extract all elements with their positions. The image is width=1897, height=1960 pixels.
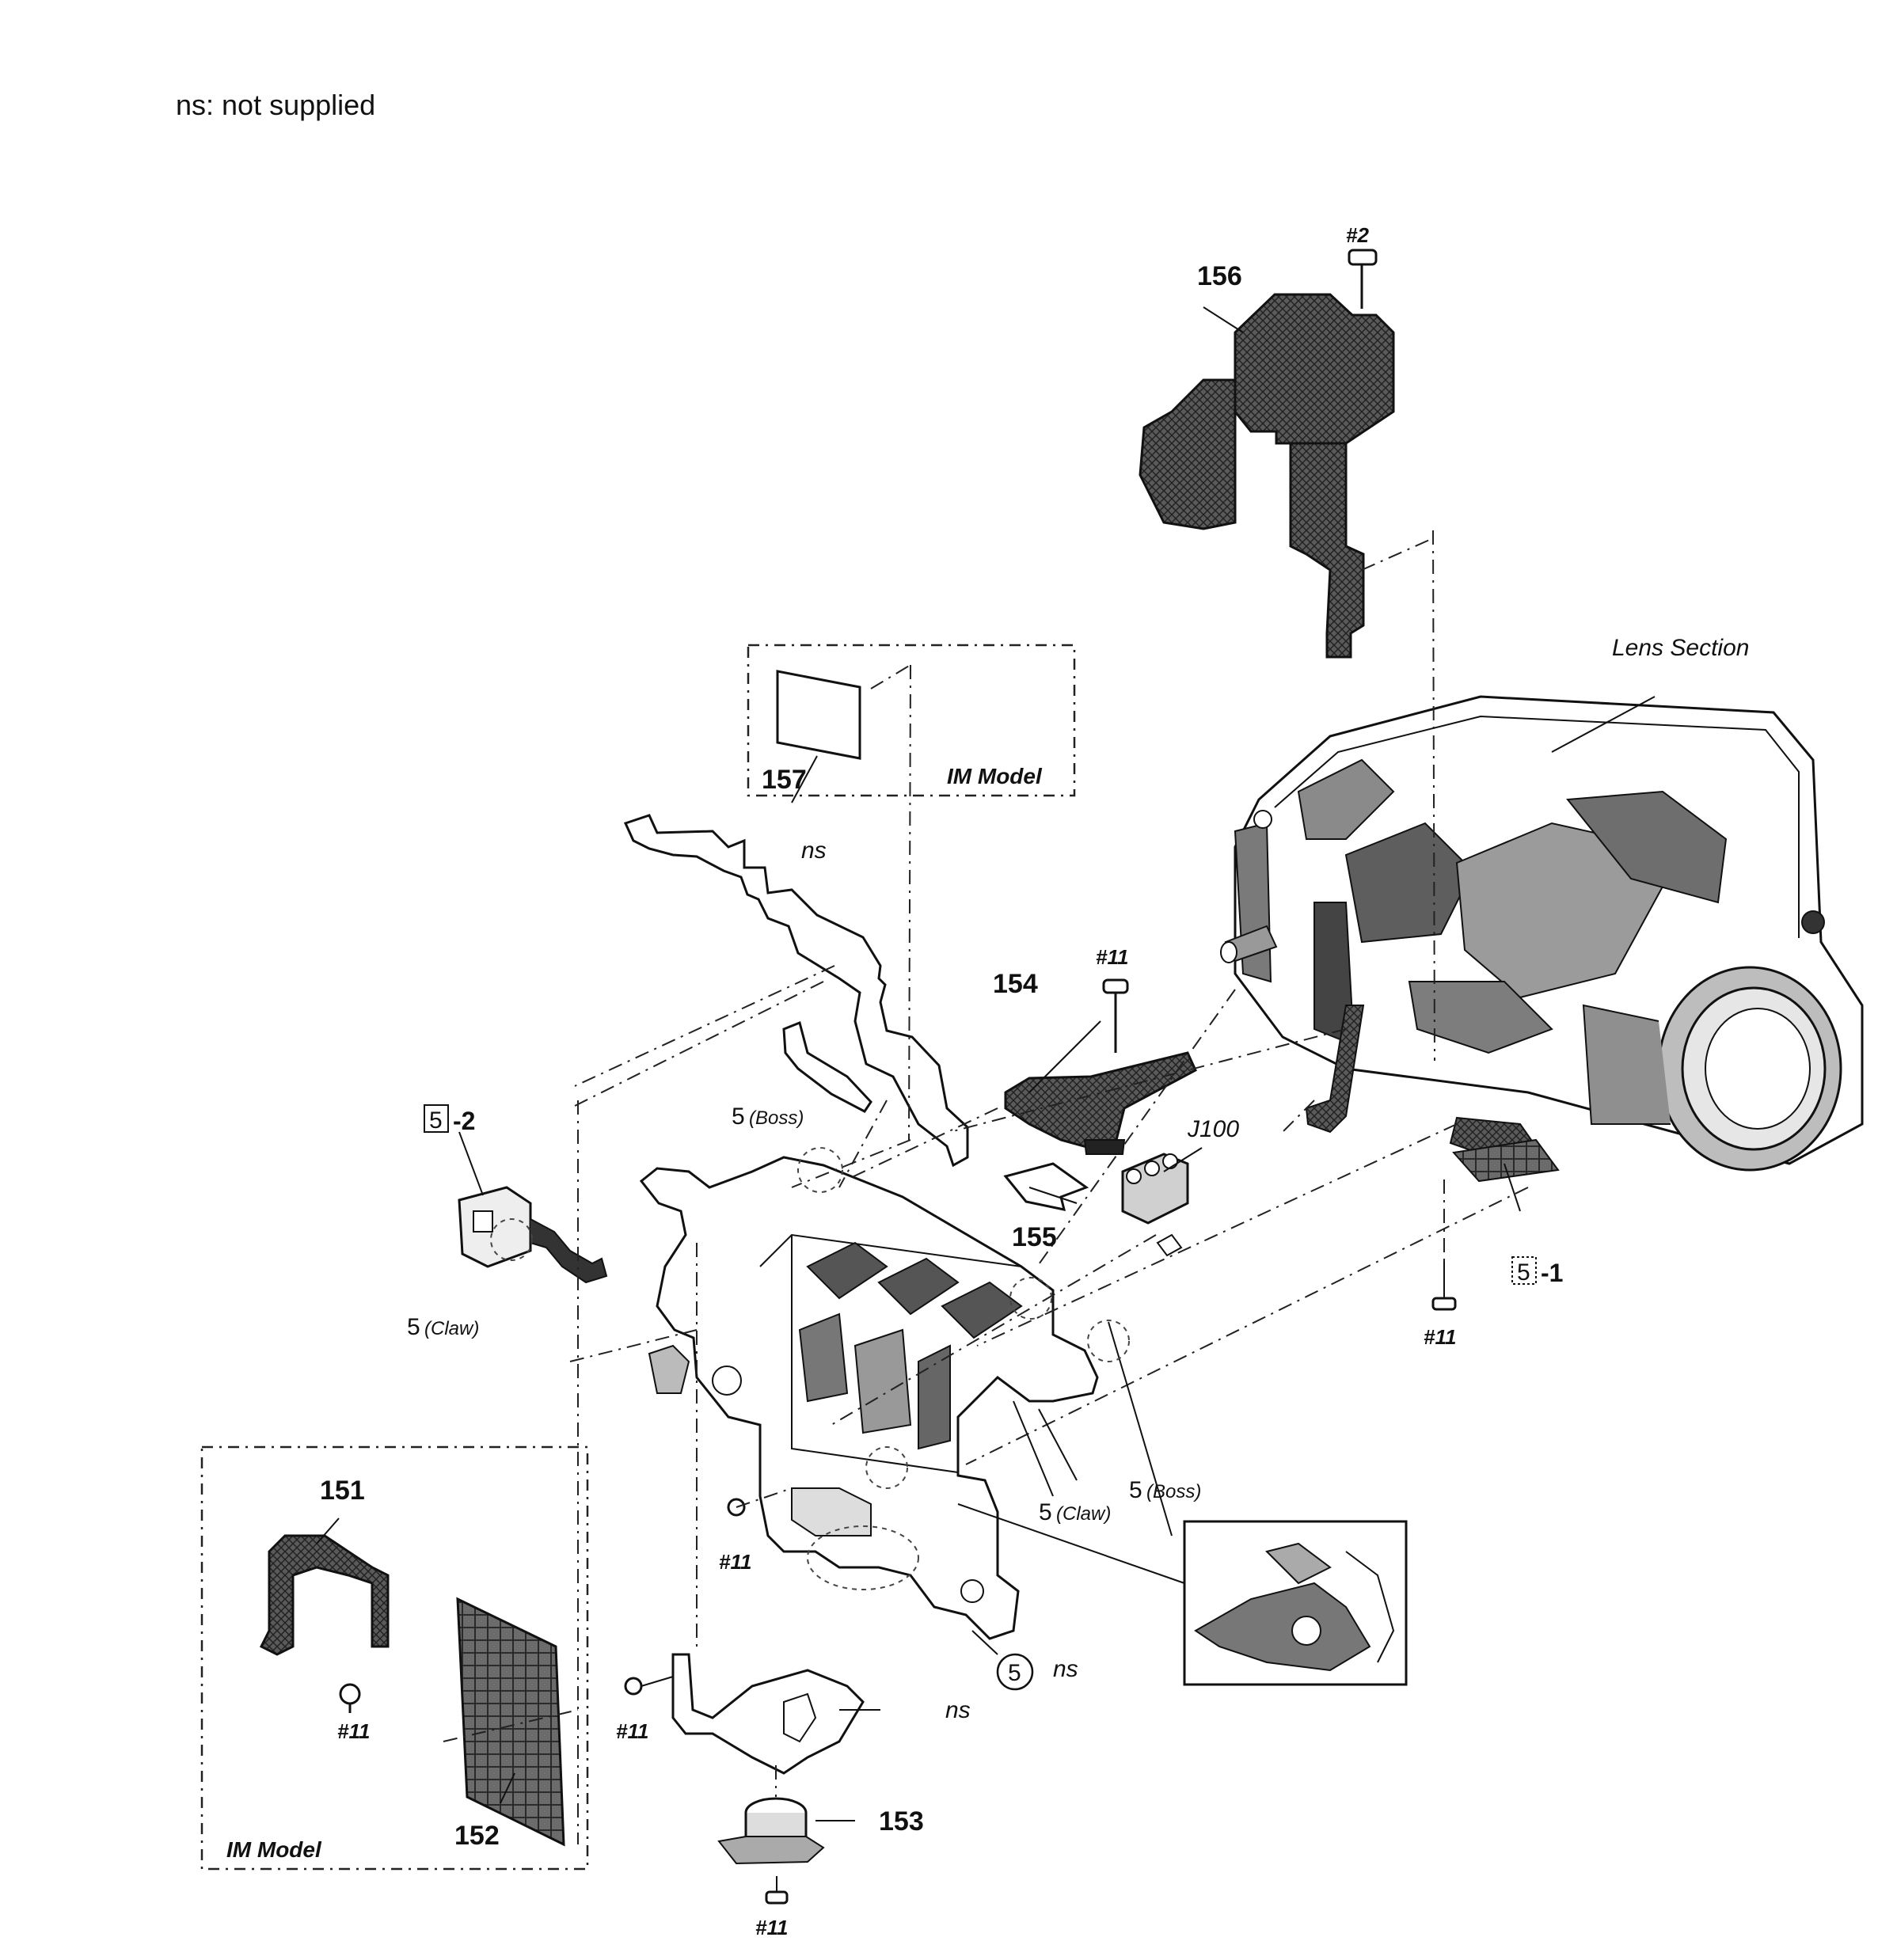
label-im-model-top: IM Model — [947, 764, 1043, 788]
label-step-5-1: 5 -1 — [1511, 1256, 1563, 1287]
label-157: 157 — [762, 765, 807, 795]
label-step-5-1-suffix: -1 — [1541, 1259, 1563, 1287]
label-screw-2: #2 — [1346, 223, 1369, 247]
claw-boss-circles — [490, 1147, 1130, 1590]
part-153-motor — [717, 1797, 825, 1865]
label-claw-left-word: (Claw) — [424, 1318, 479, 1339]
screw-11-e — [765, 1876, 789, 1905]
bracket-ns — [623, 814, 969, 1168]
part-155-sheet — [1003, 1162, 1089, 1211]
label-lens-section: Lens Section — [1612, 635, 1749, 661]
label-155: 155 — [1012, 1222, 1057, 1252]
part-156-board — [1139, 293, 1395, 659]
label-153: 153 — [879, 1806, 924, 1837]
part-152-plate — [456, 1597, 565, 1847]
label-claw-bottom: 5 (Claw) — [1039, 1499, 1111, 1525]
label-156: 156 — [1197, 261, 1242, 291]
label-im-model-bottom: IM Model — [226, 1837, 322, 1862]
label-step-5-2: 5 -2 — [424, 1104, 475, 1135]
callout-labels: 156 #2 Lens Section 157 IM Model ns #11 … — [226, 223, 1749, 1939]
label-screw-11-b: #11 — [719, 1550, 751, 1574]
label-151: 151 — [320, 1476, 365, 1506]
label-boss-top-word: (Boss) — [749, 1107, 804, 1129]
screw-11-f — [1431, 1259, 1457, 1311]
label-claw-bottom-word: (Claw) — [1056, 1503, 1111, 1525]
label-screw-11-e: #11 — [755, 1916, 788, 1939]
label-ns-plate: ns — [945, 1697, 971, 1723]
screw-11-c — [339, 1683, 361, 1713]
label-step-5-circle-num: 5 — [1008, 1660, 1021, 1686]
part-154-board — [1004, 1051, 1197, 1155]
label-boss-right-word: (Boss) — [1146, 1481, 1201, 1502]
label-boss-right: 5 (Boss) — [1129, 1477, 1201, 1503]
label-screw-11-c: #11 — [337, 1719, 370, 1743]
label-boss-top-num: 5 — [732, 1103, 745, 1130]
label-screw-11-d: #11 — [616, 1719, 648, 1743]
screw-11-a — [1102, 978, 1129, 1053]
label-ns-bracket: ns — [801, 838, 827, 864]
assembly-leader-lines — [443, 530, 1529, 1844]
callout-leaders — [316, 306, 1656, 1821]
label-152: 152 — [454, 1821, 500, 1851]
connector-5-2 — [458, 1186, 608, 1284]
lens-section — [1220, 695, 1864, 1172]
part-157-sheet — [776, 670, 861, 760]
label-boss-right-num: 5 — [1129, 1477, 1142, 1503]
label-claw-left: 5 (Claw) — [407, 1314, 479, 1340]
label-claw-left-num: 5 — [407, 1314, 420, 1340]
j100-connector — [1121, 1153, 1189, 1257]
label-claw-bottom-num: 5 — [1039, 1499, 1052, 1525]
label-j100: J100 — [1187, 1116, 1239, 1142]
im-model-box-top — [747, 644, 1076, 797]
label-154: 154 — [993, 969, 1038, 999]
label-boss-top: 5 (Boss) — [732, 1103, 804, 1130]
bottom-plate-ns — [671, 1653, 865, 1775]
main-frame — [639, 1156, 1099, 1640]
im-model-box-bottom — [200, 1445, 589, 1871]
not-supplied-note: ns: not supplied — [176, 89, 376, 121]
screw-2 — [1348, 249, 1378, 309]
label-step-5-circle: 5 — [996, 1653, 1034, 1691]
part-151-flex — [259, 1534, 390, 1656]
label-screw-11-a: #11 — [1096, 945, 1128, 969]
label-step-5-1-box: 5 — [1517, 1259, 1530, 1286]
screw-11-d — [624, 1676, 674, 1696]
detail-inset — [1183, 1520, 1408, 1686]
label-ns-frame: ns — [1053, 1656, 1078, 1682]
flex-5-1 — [1452, 1138, 1560, 1183]
label-screw-11-f: #11 — [1424, 1325, 1456, 1349]
label-step-5-2-box: 5 — [429, 1107, 443, 1134]
label-step-5-2-suffix: -2 — [453, 1107, 475, 1135]
